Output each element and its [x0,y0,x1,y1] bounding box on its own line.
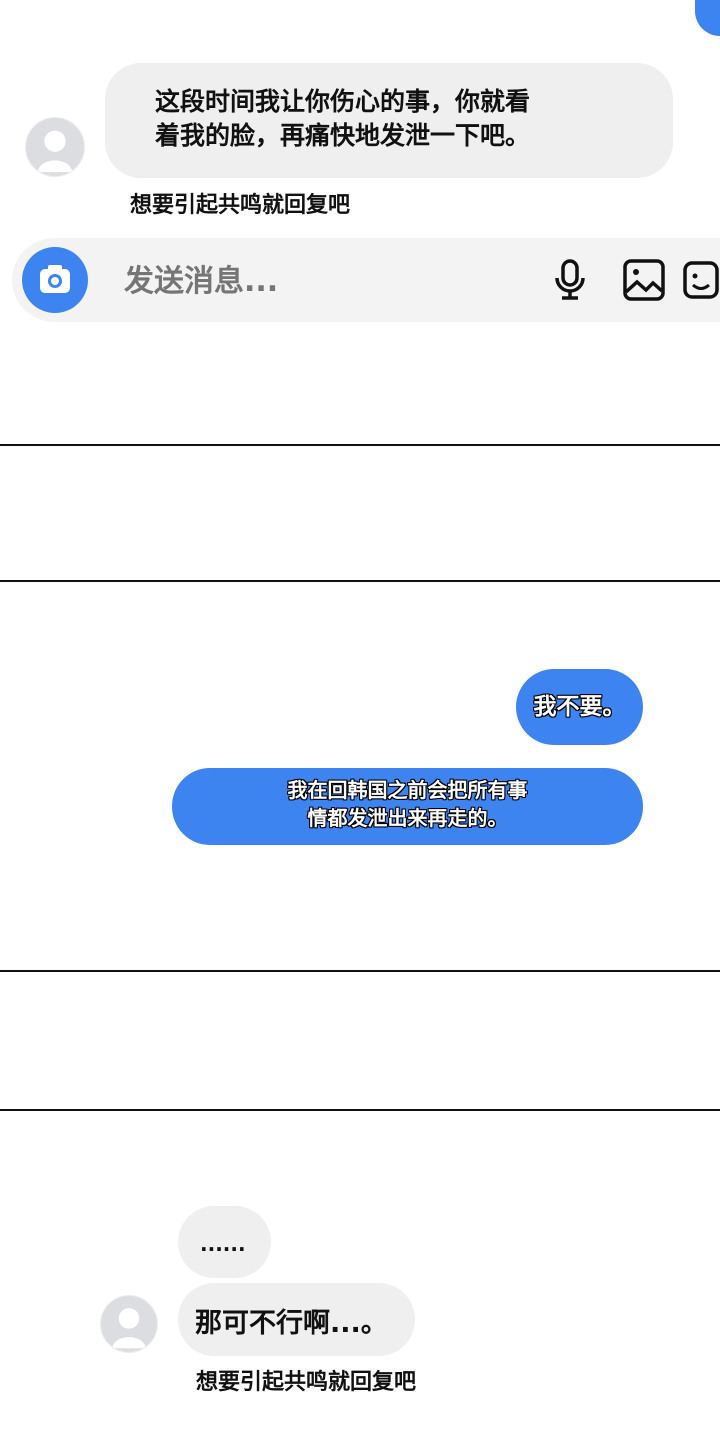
person-icon [37,130,73,173]
received-message-bubble: ...... [178,1206,271,1278]
message-line: 着我的脸，再痛快地发泄一下吧。 [155,121,531,150]
panel-divider [0,444,720,446]
camera-button[interactable] [22,247,88,313]
sent-message-bubble: 我不要。 [516,669,643,745]
avatar [25,117,85,177]
partial-sent-bubble [695,0,720,36]
panel-divider [0,970,720,972]
panel-divider [0,1109,720,1111]
message-text: 我不要。 [533,694,626,720]
person-icon [112,1308,146,1349]
sent-message-bubble: 我在回韩国之前会把所有事 情都发泄出来再走的。 [172,768,643,845]
avatar [100,1295,158,1353]
message-line: 情都发泄出来再走的。 [307,806,508,830]
message-line: 我在回韩国之前会把所有事 [287,778,528,802]
image-icon[interactable] [622,258,666,302]
message-composer [12,238,720,322]
message-input[interactable] [122,258,526,304]
emoji-icon[interactable] [682,260,720,300]
received-message-bubble: 这段时间我让你伤心的事，你就看 着我的脸，再痛快地发泄一下吧。 [105,63,673,178]
reply-hint: 想要引起共鸣就回复吧 [196,1370,417,1395]
camera-icon [40,265,70,293]
message-text: 那可不行啊...。 [195,1308,388,1339]
received-message-bubble: 那可不行啊...。 [178,1283,415,1356]
message-line: 这段时间我让你伤心的事，你就看 [155,87,531,116]
reply-hint: 想要引起共鸣就回复吧 [130,193,351,218]
panel-divider [0,580,720,582]
microphone-icon[interactable] [552,258,588,302]
message-text: ...... [200,1232,246,1256]
